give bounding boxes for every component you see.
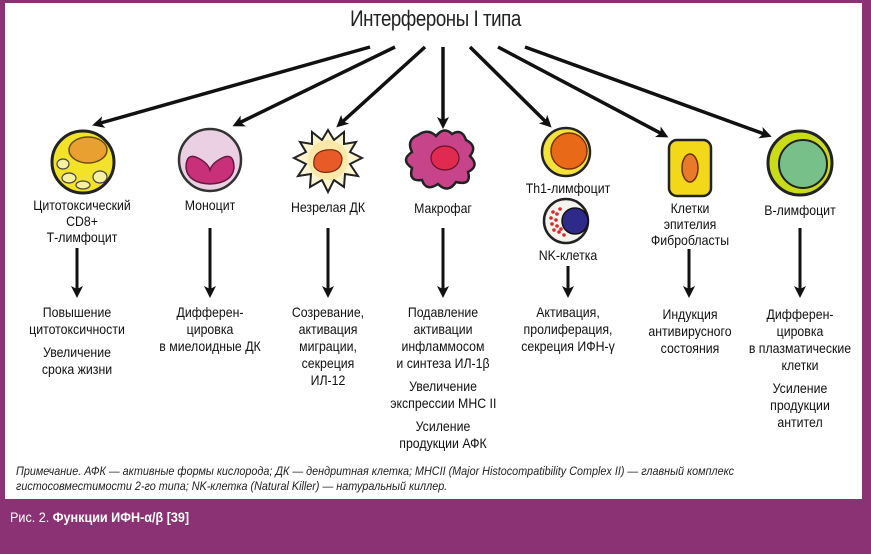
arrow-to-epithelium [497, 45, 669, 138]
b-lymphocyte-icon [766, 129, 834, 197]
figure-caption: Рис. 2. Функции ИФН-α/β [39] [10, 509, 189, 525]
label-line: Макрофаг [414, 200, 472, 216]
label-th1: Th1-лимфоцит [522, 180, 614, 196]
caption-title: Функции ИФН-α/β [39] [52, 509, 190, 525]
label-b-cell: В-лимфоцит [756, 202, 844, 218]
label-line: Моноцит [184, 197, 236, 213]
nk-cell-icon [542, 197, 590, 245]
label-line: Клетки [670, 200, 710, 216]
arrow-to-b-cell [524, 45, 772, 139]
label-immature-dc: Незрелая ДК [282, 199, 374, 215]
label-line: эпителия [663, 216, 717, 232]
label-line: Цитотоксический [33, 197, 131, 213]
epithelial-cell-icon [667, 138, 713, 198]
figure-panel [5, 3, 862, 499]
arrow-to-monocyte [232, 45, 396, 127]
diagram-title: Интерфероны I типа [350, 6, 521, 31]
cd8-t-lymphocyte-icon [50, 129, 116, 195]
label-line: Фибробласты [650, 232, 730, 248]
arrow-to-cd8 [92, 45, 371, 128]
footnote-line: Примечание. АФК — активные формы кислоро… [16, 464, 734, 478]
macrophage-icon [404, 129, 476, 190]
label-line: Т-лимфоцит [46, 229, 118, 245]
footnote: Примечание. АФК — активные формы кислоро… [16, 464, 734, 494]
effect-item: Активация,пролиферация,секреция ИФН-γ [521, 304, 615, 354]
th1-lymphocyte-icon [540, 126, 592, 178]
caption-prefix: Рис. 2. [10, 509, 53, 525]
label-monocyte: Моноцит [166, 197, 254, 213]
monocyte-icon [177, 127, 243, 193]
label-line: Th1-лимфоцит [525, 180, 611, 196]
arrow-to-th1 [468, 45, 552, 128]
label-line: NK-клетка [538, 247, 598, 263]
label-line: Незрелая ДК [290, 199, 366, 215]
label-epithelium: Клетки эпителия Фибробласты [646, 200, 734, 248]
effects-th1-nk: Активация,пролиферация,секреция ИФН-γ [515, 304, 621, 361]
label-line: CD8+ [66, 213, 98, 229]
arrow-to-immature-dc [336, 45, 427, 128]
label-macrophage: Макрофаг [399, 200, 487, 216]
immature-dc-icon [291, 128, 365, 195]
label-cd8: Цитотоксический CD8+ Т-лимфоцит [29, 197, 135, 245]
label-nk: NK-клетка [522, 247, 614, 263]
label-line: В-лимфоцит [764, 202, 836, 218]
footnote-line: гистосовместимости 2-го типа; NK-клетка … [16, 479, 448, 493]
